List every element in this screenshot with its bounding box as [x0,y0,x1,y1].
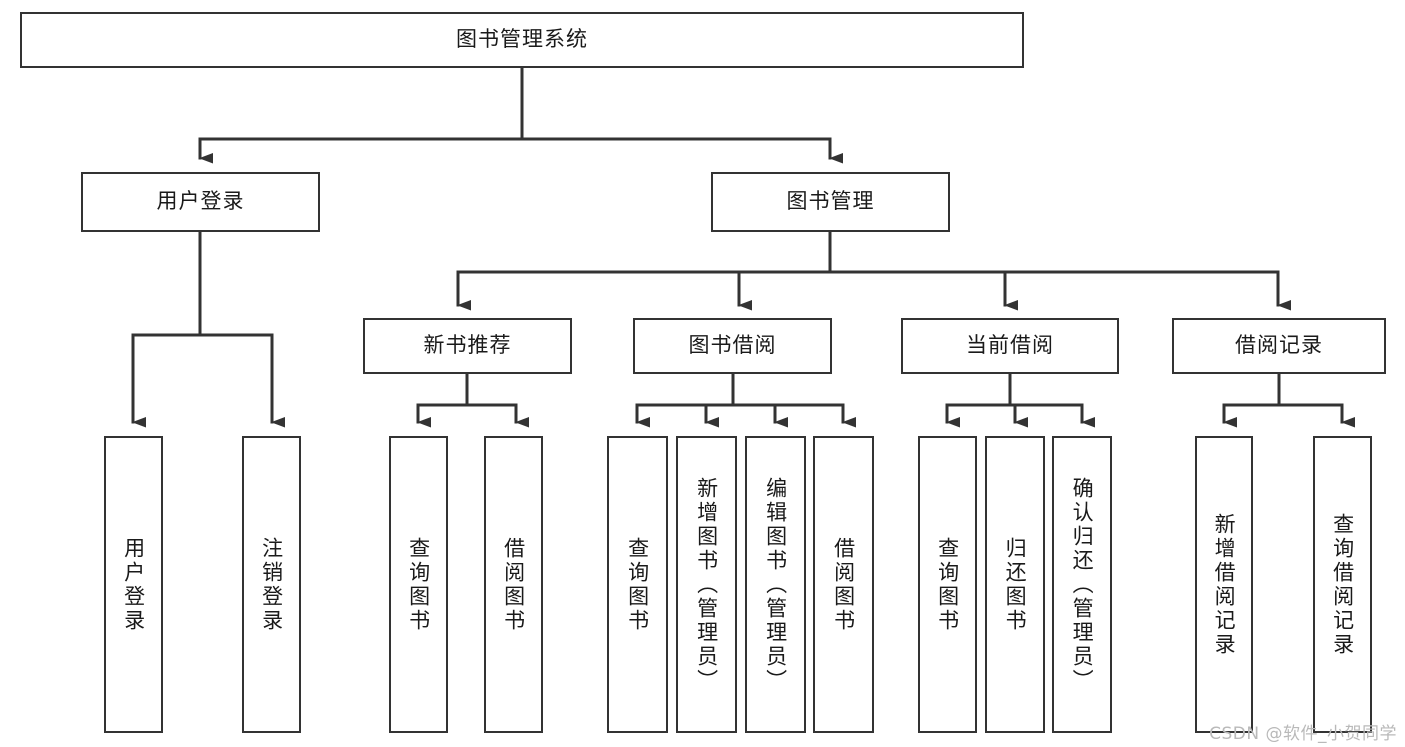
node-level2-current-borrow[interactable]: 当前借阅 [901,318,1119,374]
node-leaf-add-book-admin[interactable]: 新增图书（管理员） [676,436,737,733]
node-label: 借阅图书 [831,536,856,633]
node-leaf-borrow-books-recommend[interactable]: 借阅图书 [484,436,543,733]
node-root[interactable]: 图书管理系统 [20,12,1024,68]
node-leaf-query-books-current[interactable]: 查询图书 [918,436,977,733]
node-label: 图书管理系统 [456,27,588,52]
node-label: 用户登录 [156,189,245,214]
node-level2-new-book-recommend[interactable]: 新书推荐 [363,318,572,374]
node-label: 图书管理 [786,189,875,214]
node-leaf-add-borrow-record[interactable]: 新增借阅记录 [1195,436,1253,733]
node-leaf-logout[interactable]: 注销登录 [242,436,301,733]
node-leaf-confirm-return-admin[interactable]: 确认归还（管理员） [1052,436,1112,733]
node-leaf-query-books-borrow[interactable]: 查询图书 [607,436,668,733]
node-label: 借阅图书 [501,536,526,633]
node-level1-user-login[interactable]: 用户登录 [81,172,320,232]
node-label: 注销登录 [259,536,284,633]
node-label: 编辑图书（管理员） [763,476,788,693]
node-label: 新增借阅记录 [1212,512,1237,657]
node-label: 当前借阅 [966,333,1054,358]
node-level2-book-borrow[interactable]: 图书借阅 [633,318,832,374]
csdn-watermark: CSDN @软件_小贺同学 [1209,724,1397,744]
node-leaf-edit-book-admin[interactable]: 编辑图书（管理员） [745,436,806,733]
node-label: 查询图书 [935,536,960,633]
node-level1-book-management[interactable]: 图书管理 [711,172,950,232]
node-label: 查询图书 [625,536,650,633]
node-label: 确认归还（管理员） [1070,476,1095,693]
node-leaf-return-books[interactable]: 归还图书 [985,436,1045,733]
node-leaf-query-borrow-record[interactable]: 查询借阅记录 [1313,436,1372,733]
node-label: 新书推荐 [423,333,512,358]
node-label: 归还图书 [1003,536,1028,633]
node-label: 查询借阅记录 [1330,512,1355,657]
node-label: 新增图书（管理员） [694,476,719,693]
node-label: 用户登录 [121,536,146,633]
node-label: 查询图书 [406,536,431,633]
node-level2-borrow-records[interactable]: 借阅记录 [1172,318,1386,374]
node-leaf-user-login[interactable]: 用户登录 [104,436,163,733]
node-label: 图书借阅 [688,333,777,358]
node-leaf-query-books-recommend[interactable]: 查询图书 [389,436,448,733]
node-label: 借阅记录 [1235,333,1323,358]
node-leaf-borrow-books[interactable]: 借阅图书 [813,436,874,733]
